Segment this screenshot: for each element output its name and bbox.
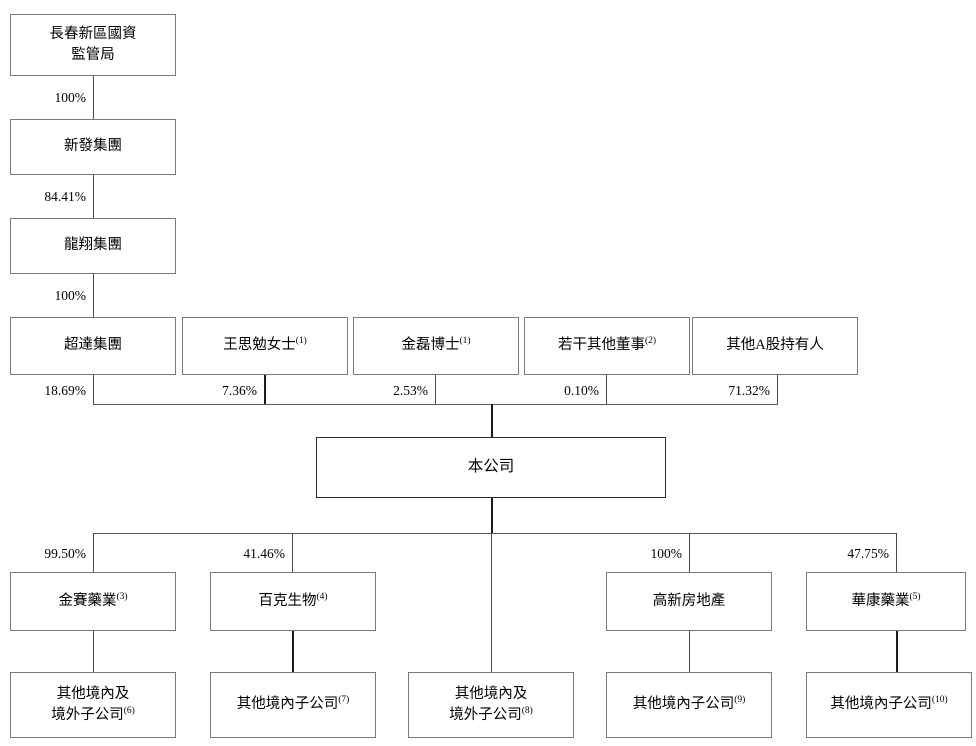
pct-wang-to-company: 7.36% (222, 383, 257, 398)
node-label: 龍翔集團 (64, 237, 122, 254)
connector-jinsai-to-sub6 (93, 631, 94, 672)
connector-jin-drop (435, 375, 436, 405)
footnote-marker: (4) (316, 592, 328, 603)
node-jin-lei[interactable]: 金磊博士(1) (353, 317, 519, 375)
node-label: 長春新區國資 監管局 (49, 25, 137, 63)
node-chaoda-group[interactable]: 超達集團 (10, 317, 176, 375)
node-label-text: 其他境內子公司 (830, 696, 932, 713)
node-label-text: 其他境內子公司 (632, 696, 735, 713)
footnote-marker: (3) (116, 592, 128, 603)
pct-directors-to-company: 0.10% (564, 383, 599, 398)
node-label-text: 其他境內及 境外子公司 (51, 685, 130, 723)
pct-company-to-jinsai: 99.50% (44, 546, 86, 561)
node-label: 金磊博士(1) (401, 335, 470, 356)
connector-shareholder-bus (93, 404, 778, 405)
connector-bus-to-gaoxin (689, 533, 690, 572)
node-longxiang-group[interactable]: 龍翔集團 (10, 218, 176, 274)
connector-longxiang-to-chaoda (93, 274, 94, 317)
node-baike-bio[interactable]: 百克生物(4) (210, 572, 376, 631)
node-certain-other-directors[interactable]: 若干其他董事(2) (524, 317, 690, 375)
footnote-marker: (7) (338, 695, 350, 706)
connector-wang-drop (264, 375, 266, 405)
connector-ashares-drop (777, 375, 778, 405)
node-label-text: 王思勉女士 (223, 337, 296, 354)
node-label: 其他境內子公司(7) (237, 694, 350, 715)
connector-directors-drop (606, 375, 607, 405)
node-jinsai-pharma[interactable]: 金賽藥業(3) (10, 572, 176, 631)
connector-subsidiary-bus (93, 533, 897, 534)
connector-bus-to-company (491, 404, 493, 437)
pct-company-to-gaoxin: 100% (650, 546, 683, 561)
footnote-marker: (5) (909, 592, 921, 603)
pct-sasac-to-xinfa: 100% (54, 90, 87, 105)
node-sub-domestic-overseas-6[interactable]: 其他境內及 境外子公司(6) (10, 672, 176, 738)
footnote-marker: (1) (295, 336, 307, 347)
connector-chaoda-drop (93, 375, 94, 405)
node-label: 超達集團 (64, 337, 122, 354)
pct-xinfa-to-longxiang: 84.41% (44, 189, 86, 204)
footnote-marker: (2) (644, 336, 657, 347)
node-other-a-share-holders[interactable]: 其他A股持有人 (692, 317, 858, 375)
node-label-text: 其他境內子公司 (236, 696, 339, 713)
node-changchun-sasac[interactable]: 長春新區國資 監管局 (10, 14, 176, 76)
footnote-marker: (9) (734, 695, 746, 706)
node-the-company[interactable]: 本公司 (316, 437, 666, 498)
node-huakang-pharma[interactable]: 華康藥業(5) (806, 572, 966, 631)
footnote-marker: (8) (521, 706, 533, 717)
connector-bus-to-huakang (896, 533, 897, 572)
footnote-marker: (6) (123, 706, 135, 717)
node-label: 其他A股持有人 (726, 337, 824, 354)
node-label: 若干其他董事(2) (558, 335, 656, 356)
node-label: 本公司 (467, 458, 515, 476)
node-label: 王思勉女士(1) (223, 335, 307, 356)
node-label-text: 百克生物 (258, 592, 317, 609)
connector-gaoxin-to-sub9 (689, 631, 690, 672)
connector-sasac-to-xinfa (93, 76, 94, 119)
node-label: 百克生物(4) (258, 591, 327, 612)
node-label: 其他境內及 境外子公司(6) (51, 684, 135, 726)
node-sub-domestic-10[interactable]: 其他境內子公司(10) (806, 672, 972, 738)
pct-chaoda-to-company: 18.69% (44, 383, 86, 398)
node-sub-domestic-overseas-8[interactable]: 其他境內及 境外子公司(8) (408, 672, 574, 738)
connector-company-to-sub8 (491, 533, 492, 672)
node-sub-domestic-9[interactable]: 其他境內子公司(9) (606, 672, 772, 738)
node-label: 其他境內及 境外子公司(8) (449, 684, 533, 726)
node-label-text: 其他境內及 境外子公司 (449, 685, 528, 723)
node-label-text: 金賽藥業 (58, 592, 117, 609)
pct-jin-to-company: 2.53% (393, 383, 428, 398)
node-label-text: 華康藥業 (851, 592, 910, 609)
node-gaoxin-real-estate[interactable]: 高新房地產 (606, 572, 772, 631)
node-label: 新發集團 (64, 138, 122, 155)
node-label-text: 金磊博士 (401, 337, 460, 354)
node-label: 高新房地產 (652, 592, 726, 609)
pct-ashares-to-company: 71.32% (728, 383, 770, 398)
footnote-marker: (10) (931, 695, 948, 706)
node-label: 其他境內子公司(9) (633, 694, 746, 715)
pct-company-to-huakang: 47.75% (847, 546, 889, 561)
connector-company-down (491, 498, 493, 533)
connector-bus-to-jinsai (93, 533, 94, 572)
node-label: 華康藥業(5) (851, 591, 920, 612)
node-label: 其他境內子公司(10) (830, 694, 947, 715)
pct-longxiang-to-chaoda: 100% (54, 288, 87, 303)
connector-bus-to-baike (292, 533, 293, 572)
connector-huakang-to-sub10 (896, 631, 898, 672)
node-xinfa-group[interactable]: 新發集團 (10, 119, 176, 175)
node-wang-simian[interactable]: 王思勉女士(1) (182, 317, 348, 375)
footnote-marker: (1) (459, 336, 471, 347)
connector-xinfa-to-longxiang (93, 175, 94, 218)
connector-baike-to-sub7 (292, 631, 294, 672)
node-sub-domestic-7[interactable]: 其他境內子公司(7) (210, 672, 376, 738)
node-label-text: 若干其他董事 (557, 337, 645, 354)
pct-company-to-baike: 41.46% (243, 546, 285, 561)
node-label: 金賽藥業(3) (58, 591, 127, 612)
